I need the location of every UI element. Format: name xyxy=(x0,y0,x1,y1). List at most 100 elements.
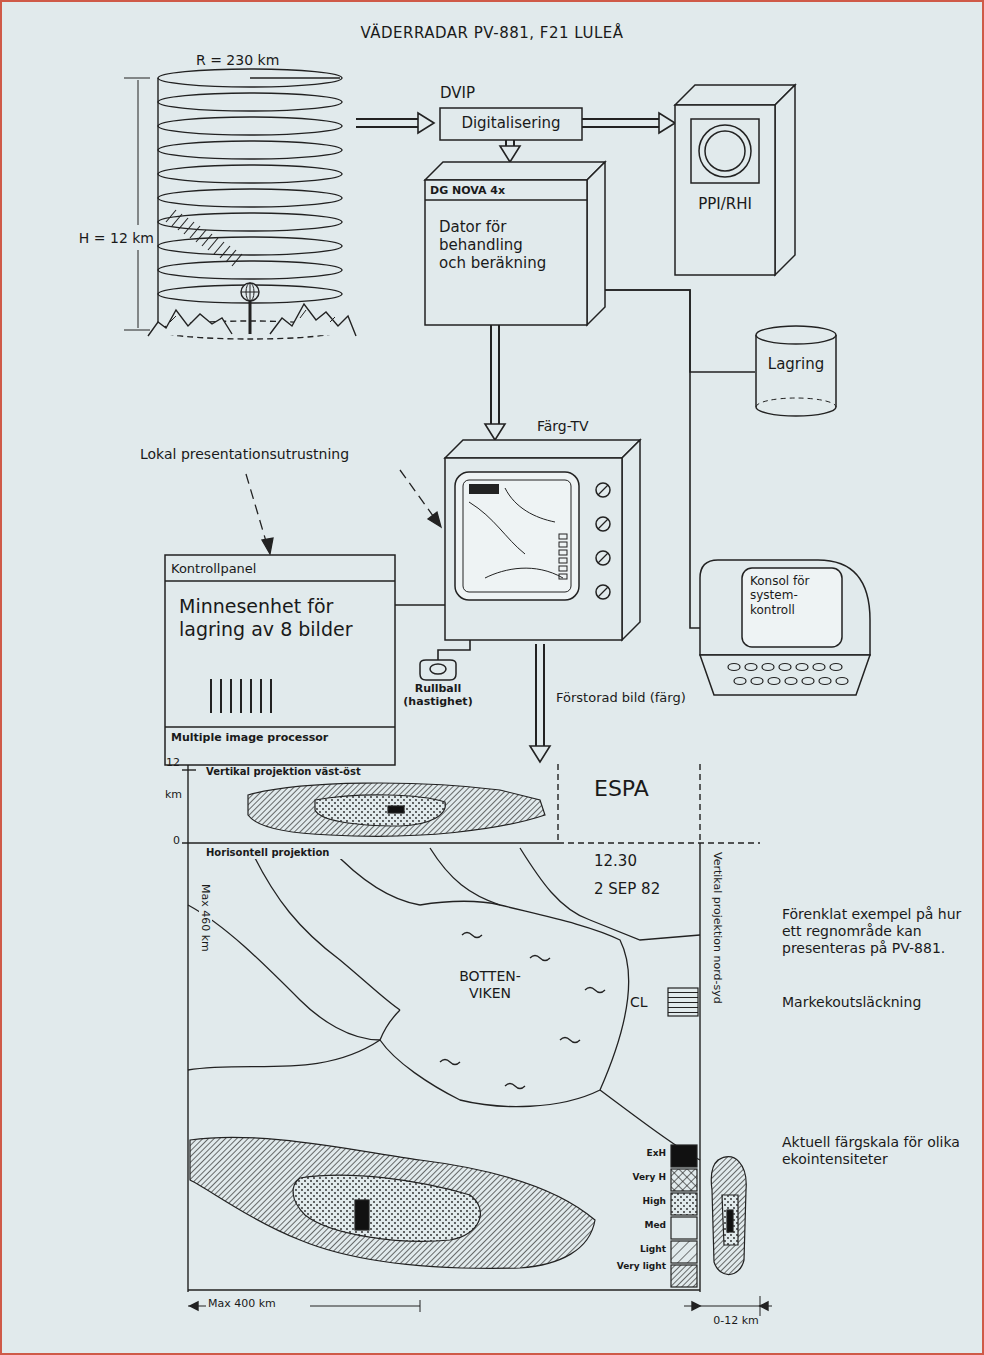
drawing-part xyxy=(182,842,558,843)
drawing-part xyxy=(722,1195,738,1245)
node-label: PPI/RHI xyxy=(675,195,775,213)
node-cyl: Lagring xyxy=(755,325,837,417)
beam-hatch xyxy=(172,214,182,226)
rain-area xyxy=(190,783,746,1275)
node-heading: DVIP xyxy=(440,84,520,102)
drawing-part xyxy=(250,679,252,713)
node-tv: Färg-TV xyxy=(445,440,640,640)
drawing-part xyxy=(751,678,763,685)
drawing-part xyxy=(760,1302,768,1310)
radar-ring xyxy=(158,117,342,135)
drawing-part xyxy=(241,283,259,301)
text-label: BOTTEN-VIKEN xyxy=(448,968,532,1002)
legend-swatch-fill xyxy=(671,1265,697,1287)
drawing-part xyxy=(530,746,550,762)
drawing-part xyxy=(469,488,563,578)
connector xyxy=(605,290,755,372)
drawing-part xyxy=(587,162,605,325)
drawing-part xyxy=(699,764,700,843)
drawing-part xyxy=(762,664,774,671)
drawing-part xyxy=(425,162,605,180)
drawing-part xyxy=(190,1302,198,1310)
drawing-part xyxy=(802,678,814,685)
drawing-part xyxy=(260,679,262,713)
text-label: km xyxy=(158,788,182,801)
drawing-part xyxy=(250,848,400,1010)
beam-hatch xyxy=(178,218,188,230)
text-label: Vertikal projektion nord-syd xyxy=(711,850,724,1006)
legend-swatch xyxy=(670,1192,698,1216)
connector-line xyxy=(438,640,470,660)
beam-hatch xyxy=(220,246,230,258)
drawing-part xyxy=(158,69,342,303)
radar-ring xyxy=(158,141,342,159)
drawing-part xyxy=(420,1300,421,1312)
drawing-part xyxy=(559,558,567,563)
text-label: 2 SEP 82 xyxy=(594,880,694,898)
connector-outer xyxy=(505,140,515,146)
drawing-part xyxy=(425,199,587,201)
drawing-part xyxy=(315,795,445,826)
drawing-part xyxy=(428,512,441,527)
arrowhead xyxy=(500,146,520,162)
drawing-part xyxy=(250,283,251,301)
node-outline xyxy=(445,440,640,640)
drawing-part xyxy=(430,664,446,674)
drawing-part xyxy=(819,678,831,685)
connector xyxy=(395,605,445,606)
drawing-part xyxy=(124,330,150,331)
beam-hatch xyxy=(226,250,236,262)
node-label: Dator för behandling och beräkning xyxy=(439,218,551,272)
drawing-part xyxy=(813,664,825,671)
node-cpu: DG NOVA 4xDator för behandling och beräk… xyxy=(425,162,605,325)
drawing-part xyxy=(249,300,252,334)
node-label: Färg-TV xyxy=(537,418,637,435)
node-ball: Rullball (hastighet) xyxy=(398,660,478,716)
text-label: Horisontell projektion xyxy=(204,847,408,859)
drawing-part xyxy=(455,472,579,600)
drawing-part xyxy=(420,660,456,680)
arrowheads xyxy=(500,146,520,162)
connector xyxy=(500,140,520,162)
drawing-part xyxy=(537,642,543,747)
drawing-part xyxy=(445,458,622,640)
drawing-part xyxy=(230,679,232,713)
drawing-part xyxy=(165,580,395,582)
text-label: Förstorad bild (färg) xyxy=(556,690,756,706)
drawing-part xyxy=(380,901,629,1106)
connector-line xyxy=(395,604,445,606)
drawing-part xyxy=(400,470,436,520)
drawing-part xyxy=(463,480,571,592)
drawing-part xyxy=(700,655,870,695)
drawing-part xyxy=(596,483,610,497)
legend-text: Light xyxy=(612,1245,666,1255)
drawing-part xyxy=(734,678,746,685)
node-label: Rullball (hastighet) xyxy=(398,682,478,708)
drawing-part xyxy=(250,77,340,78)
radar-ring xyxy=(158,189,342,207)
drawing-part xyxy=(520,848,700,940)
legend-text: Very light xyxy=(612,1262,666,1272)
legend-swatch-fill xyxy=(671,1217,697,1239)
legend-swatch xyxy=(670,1264,698,1288)
drawing-part xyxy=(138,250,139,328)
drawing-part xyxy=(700,560,870,655)
drawing-part xyxy=(596,551,610,565)
drawing-part xyxy=(248,783,545,836)
drawing-part xyxy=(760,1296,761,1316)
text-label: Vertikal projektion väst-öst xyxy=(204,766,408,778)
drawing-part xyxy=(727,1210,733,1232)
text-label: H = 12 km xyxy=(78,230,154,247)
drawing-part xyxy=(246,474,268,548)
node-panel: KontrollpanelMinnesenhet för lagring av … xyxy=(165,555,395,765)
drawing-part xyxy=(559,566,567,571)
drawing-part xyxy=(598,519,608,529)
node-ppi: PPI/RHI xyxy=(675,85,795,275)
drawing-part xyxy=(756,326,836,344)
drawing-part xyxy=(796,664,808,671)
clutter-swatch xyxy=(668,988,698,1016)
drawing-part xyxy=(830,664,842,671)
text-label: ESPA xyxy=(594,776,694,802)
node-box: DVIPDigitalisering xyxy=(440,108,582,140)
legend-swatch-fill xyxy=(671,1145,697,1167)
